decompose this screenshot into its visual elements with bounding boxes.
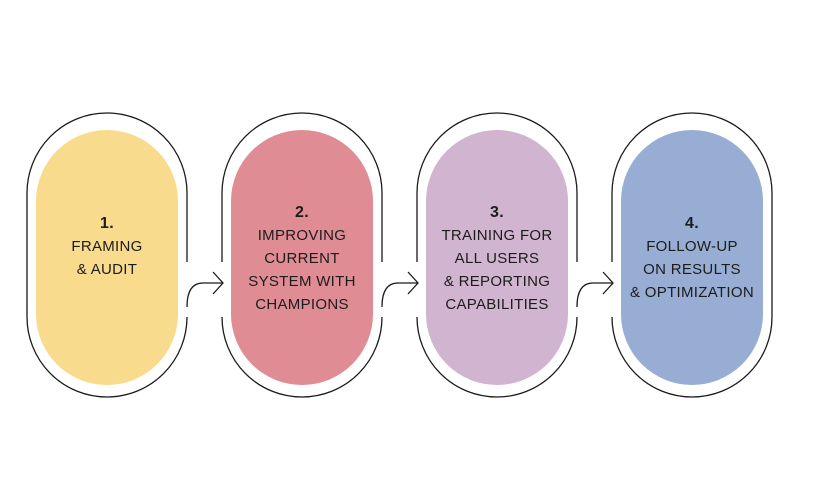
- arrowhead-icon: [407, 271, 419, 295]
- step-outline: [26, 112, 188, 398]
- arrowhead-icon: [602, 271, 614, 295]
- step-pill: [36, 130, 178, 385]
- arrowhead-icon: [212, 271, 224, 295]
- step-number: 4.: [685, 215, 699, 232]
- step-text-line: & OPTIMIZATION: [630, 284, 754, 301]
- step-text-line: & REPORTING: [443, 272, 551, 290]
- step-number: 3.: [490, 203, 504, 221]
- connector-arrow: [186, 282, 223, 308]
- connector-arrow: [381, 282, 418, 308]
- step-pill: [621, 130, 763, 385]
- step-text-line: SYSTEM WITH: [248, 272, 356, 290]
- step-text-line: ON RESULTS: [643, 261, 741, 278]
- step-label-1: 1. FRAMING & AUDIT: [36, 212, 178, 281]
- step-text-line: TRAINING FOR: [441, 226, 553, 244]
- step-text-line: CAPABILITIES: [445, 295, 549, 313]
- step-text-line: IMPROVING: [257, 226, 347, 244]
- step-text-line: ALL USERS: [454, 249, 540, 267]
- step-label-2: 2. IMPROVING CURRENT SYSTEM WITH CHAMPIONS: [231, 201, 373, 316]
- step-text-line: CHAMPIONS: [255, 295, 349, 313]
- step-pill: [426, 130, 568, 385]
- step-pill: [231, 130, 373, 385]
- step-outline: [416, 112, 578, 398]
- step-outline: [611, 112, 773, 398]
- step-outline: [221, 112, 383, 398]
- step-text-line: FRAMING: [71, 237, 143, 255]
- connector-arrow: [576, 282, 613, 308]
- step-number: 2.: [295, 203, 309, 221]
- step-text-line: CURRENT: [264, 249, 340, 267]
- step-text-line: & AUDIT: [76, 260, 138, 278]
- step-number: 1.: [100, 214, 114, 232]
- step-label-3: 3. TRAINING FOR ALL USERS & REPORTING CAPABI…: [426, 201, 568, 316]
- step-label-4: 4. FOLLOW-UP ON RESULTS & OPTIMIZATION: [621, 212, 763, 304]
- step-text-line: FOLLOW-UP: [646, 238, 738, 255]
